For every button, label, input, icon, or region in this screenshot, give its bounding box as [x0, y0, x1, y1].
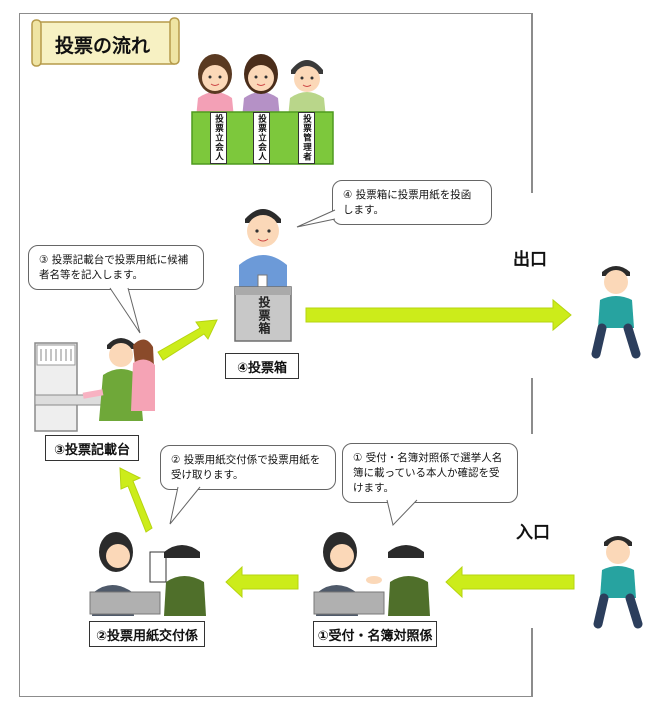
arrow-booth-to-box: [157, 319, 218, 361]
venue-border-right-middle: [531, 378, 533, 434]
venue-border: [19, 13, 532, 697]
arrow-reception-to-issue: [225, 565, 299, 599]
bubble-step4: ④ 投票箱に投票用紙を投函します。: [332, 180, 492, 225]
venue-border-right-top: [531, 13, 533, 193]
bubble-step1: ① 受付・名簿対照係で選挙人名簿に載っている本人か確認を受けます。: [342, 443, 518, 503]
label-ballot-issue: ②投票用紙交付係: [89, 621, 205, 647]
arrow-entrance-to-reception: [445, 565, 575, 599]
voter-at-ballot-box-illustration: [234, 209, 292, 342]
entrance-label: 入口: [516, 523, 550, 543]
bubble-step1-tail: [386, 499, 418, 527]
exit-label: 出口: [513, 250, 547, 270]
label-reception: ①受付・名簿対照係: [313, 621, 437, 647]
table-card-2: 投票立会人: [253, 112, 270, 164]
bubble-step3-tail: [109, 287, 141, 334]
bubble-step2-tail: [169, 486, 201, 525]
arrow-box-to-exit: [305, 298, 572, 332]
table-card-3: 投票管理者: [298, 112, 315, 164]
arrow-issue-to-booth: [119, 467, 153, 533]
bubble-step2: ② 投票用紙交付係で投票用紙を受け取ります。: [160, 445, 336, 490]
ballot-issue-illustration: [89, 532, 206, 616]
bubble-step3: ③ 投票記載台で投票用紙に候補者名等を記入します。: [28, 245, 204, 290]
bubble-step4-tail: [296, 209, 336, 228]
reception-illustration: [313, 532, 430, 616]
entering-voter-illustration: [593, 536, 643, 629]
label-writing-booth: ③投票記載台: [45, 435, 139, 461]
diagram-title: 投票の流れ: [55, 35, 151, 57]
label-ballot-box: ④投票箱: [225, 353, 299, 379]
exiting-voter-illustration: [591, 266, 641, 359]
ballot-box-text: 投票箱: [257, 296, 271, 335]
title-scroll: [31, 17, 180, 67]
table-card-1: 投票立会人: [210, 112, 227, 164]
writing-booth-illustration: [34, 338, 155, 432]
venue-border-right-bottom: [531, 628, 533, 697]
